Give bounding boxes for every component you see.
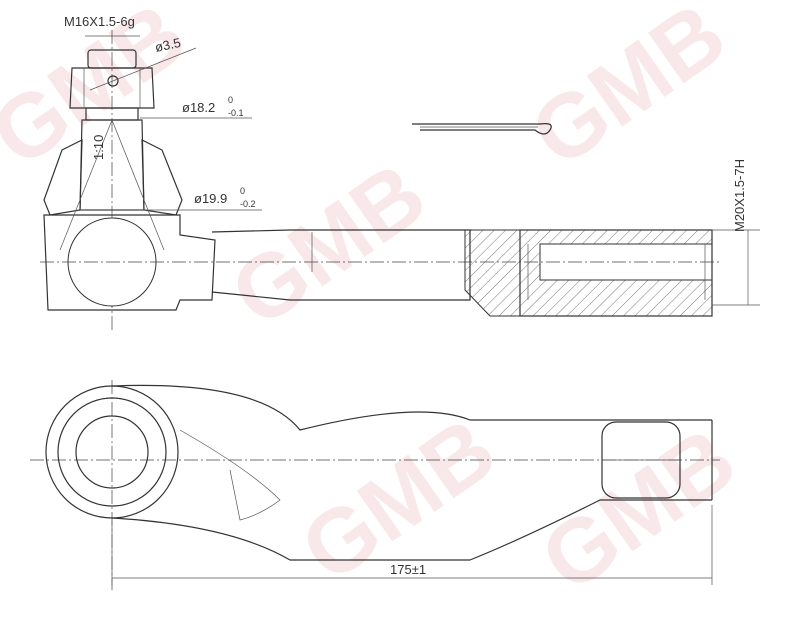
- dia2-tol-lower: -0.2: [240, 199, 256, 209]
- shaft-section: [211, 229, 760, 317]
- watermark-text: GMB: [524, 409, 753, 611]
- ball-stud-section: [40, 30, 720, 330]
- dia1-tol-upper: 0: [228, 95, 233, 105]
- watermark-text: GMB: [514, 0, 743, 186]
- dia1-tol-lower: -0.1: [228, 108, 244, 118]
- watermark-text: GMB: [214, 144, 443, 346]
- cotter-pin: [412, 123, 552, 135]
- plan-view: [30, 380, 720, 590]
- hole-diameter-label: ø3.5: [154, 35, 183, 55]
- thread-end-label: M20X1.5-7H: [732, 159, 747, 232]
- dia2-tol-upper: 0: [240, 186, 245, 196]
- dia1-label: ø18.2: [182, 100, 215, 115]
- length-label: 175±1: [390, 562, 426, 577]
- thread-top-label: M16X1.5-6g: [64, 14, 135, 29]
- taper-label: 1:10: [91, 135, 106, 160]
- dia2-label: ø19.9: [194, 191, 227, 206]
